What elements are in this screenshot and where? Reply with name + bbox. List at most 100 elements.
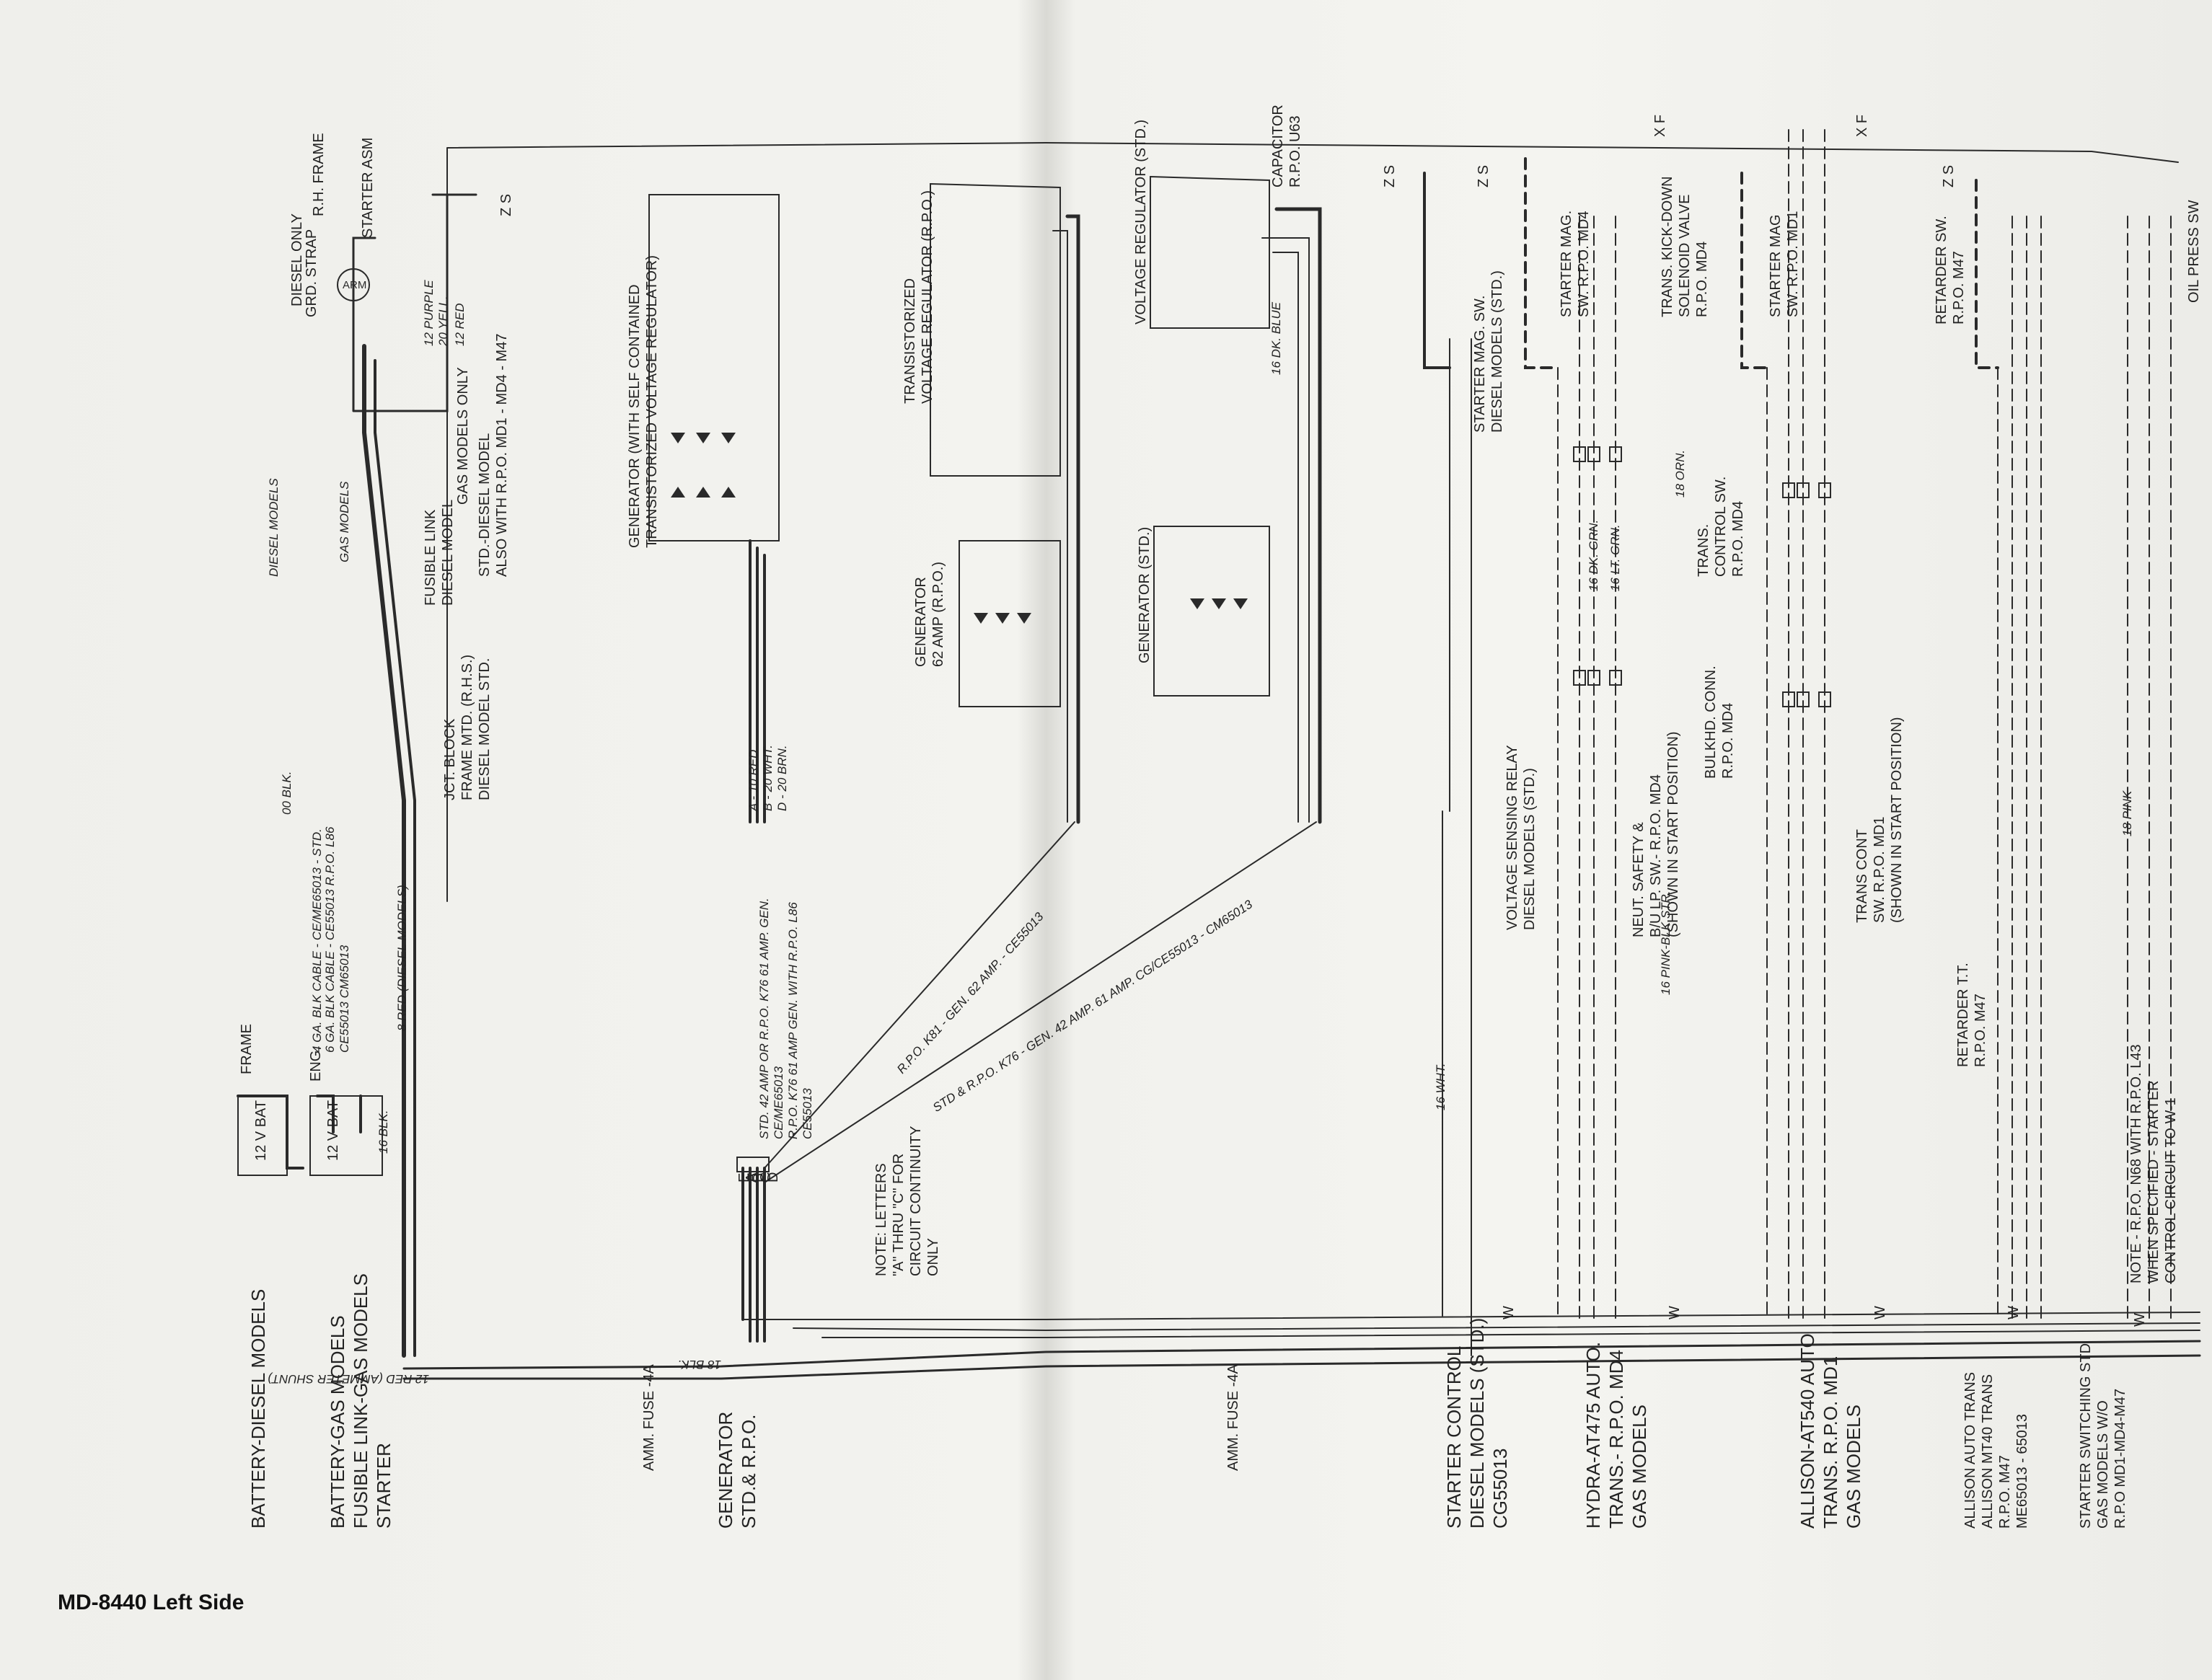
battery-gas-label: 12 V BAT	[325, 1100, 341, 1161]
generator-feed	[749, 539, 766, 823]
generator-self-contained-label: GENERATOR (WITH SELF CONTAINED TRANSISTO…	[627, 255, 660, 548]
capacitor-label: CAPACITOR R.P.O. U63	[1270, 105, 1303, 187]
frame-bus-2	[793, 1322, 2200, 1332]
end-mark-zs-1: Z S	[498, 193, 514, 216]
wire-8-red: 8 RED (DIESEL MODELS)	[395, 885, 409, 1031]
wire-4ga-blk-cable: 4 GA. BLK CABLE - CE/ME65013 - STD.	[310, 828, 324, 1053]
wire-16-lt-grn: 16 LT. GRN.	[1608, 524, 1622, 591]
regulator-heavy-wire	[1065, 207, 1322, 824]
gen-diagonal-k76	[764, 821, 1317, 1183]
wire-16-dk-blue: 16 DK. BLUE	[1269, 301, 1283, 375]
battery-diesel-ground	[237, 1095, 304, 1170]
gas-models-only-label: GAS MODELS ONLY	[455, 367, 471, 505]
end-mark-zs-4: Z S	[1941, 164, 1957, 187]
retarder-tt-label: RETARDER T.T. R.P.O. M47	[1955, 963, 1988, 1067]
wire-16-pink-blk: 16 PINK-BLK STR.	[1659, 890, 1673, 995]
trans-connectors	[1573, 446, 1831, 707]
bulkhead-conn-label: BULKHD. CONN. R.P.O. MD4	[1703, 666, 1736, 779]
transistorized-regulator-label: TRANSISTORIZED VOLTAGE REGULATOR (R.P.O.…	[902, 190, 935, 404]
ammeter-shunt-wire-2	[402, 1340, 2201, 1370]
battery-diesel-box	[237, 1095, 288, 1176]
generator-62a-box	[959, 540, 1061, 707]
wire-18-blk: 18 BLK.	[677, 1358, 722, 1371]
wire-16-dk-grn: 16 DK. GRN.	[1587, 519, 1600, 591]
wire-18-pink: 18 PINK	[2120, 790, 2134, 836]
generator-std-box	[1153, 526, 1270, 697]
wire-12-red: 12 RED	[453, 303, 467, 346]
retarder-sw-label: RETARDER SW. R.P.O. M47	[1934, 216, 1967, 324]
regulator-wire-2	[1052, 230, 1310, 823]
starter-switching-wires	[2127, 216, 2172, 1320]
wire-d-20-brn: D - 20 BRN.	[775, 745, 789, 811]
gen-diagonal-k81	[764, 821, 1075, 1169]
trans-control-sw-label: TRANS. CONTROL SW. R.P.O. MD4	[1696, 476, 1746, 577]
generator-std-label: GENERATOR (STD.)	[1137, 526, 1153, 663]
continuity-note: NOTE: LETTERS "A" THRU "C" FOR CIRCUIT C…	[873, 1126, 941, 1276]
hydra-wires	[1557, 216, 1616, 1320]
starter-control-wire	[1442, 338, 1472, 1356]
grd-strap-label: GRD. STRAP	[304, 229, 320, 317]
end-mark-xf-1: X F	[1652, 114, 1668, 137]
end-mark-zs-2: Z S	[1382, 164, 1398, 187]
starter-wires	[352, 193, 477, 412]
section-hydra-trans: HYDRA-AT475 AUTO. TRANS.- R.P.O. MD4 GAS…	[1582, 1341, 1650, 1529]
wire-16-blk: 16 BLK.	[376, 1110, 390, 1154]
generator-diodes	[671, 433, 1248, 624]
end-mark-w-3: W	[1872, 1306, 1888, 1319]
document-title: MD-8440 Left Side	[58, 1591, 244, 1614]
section-generator: GENERATOR STD.& R.P.O.	[715, 1411, 759, 1529]
end-mark-zs-3: Z S	[1476, 164, 1491, 187]
allison-wires	[1766, 129, 1825, 1320]
wire-std-42amp: STD. 42 AMP OR R.P.O. K76 61 AMP. GEN. C…	[757, 898, 814, 1139]
voltage-regulator-box	[1150, 175, 1270, 329]
starter-armature-icon	[337, 268, 370, 301]
transistor-regulator-box	[930, 182, 1061, 477]
voltage-regulator-std-label: VOLTAGE REGULATOR (STD.)	[1133, 119, 1149, 324]
generator-connector-box	[736, 1157, 770, 1172]
section-starter-switching: STARTER SWITCHING STD GAS MODELS W/O R.P…	[2078, 1343, 2128, 1529]
voltage-sensing-relay-label: VOLTAGE SENSING RELAY DIESEL MODELS (STD…	[1504, 745, 1538, 930]
section-allison-mt40: ALLISON AUTO TRANS ALLISON MT40 TRANS R.…	[1962, 1371, 2030, 1529]
wire-16-wht: 16 WHT.	[1434, 1063, 1448, 1110]
wire-12-red-ammeter: 12 RED (AMMETER SHUNT)	[268, 1372, 429, 1386]
frame-bus-1	[742, 1312, 2200, 1320]
wire-00-blk: 00 BLK.	[280, 771, 294, 815]
main-bus-wire	[362, 344, 406, 1358]
end-mark-w-4: W	[2006, 1306, 2022, 1319]
starter-mag-sw-md4-label: STARTER MAG. SW. R.P.O. MD4	[1559, 210, 1592, 317]
wire-a-10-red: A - 10 RED	[746, 749, 760, 811]
top-frame-wire	[446, 141, 2179, 902]
connector-letter-d: D	[765, 1172, 781, 1182]
allison-mt40-wires	[1997, 216, 2042, 1320]
section-allison-at540: ALLISON-AT540 AUTO TRANS. R.P.O. MD1 GAS…	[1797, 1333, 1864, 1529]
wire-b-20-wht: B - 20 WHT.	[761, 745, 775, 811]
oil-press-sw-label: OIL PRESS SW	[2186, 200, 2202, 303]
generator-box-outline	[648, 194, 780, 541]
frame-ground-label: FRAME	[239, 1024, 255, 1074]
end-mark-w-1: W	[1501, 1306, 1517, 1319]
rh-frame-label: R.H. FRAME	[311, 133, 327, 216]
starter-mag-sw-diesel-label: STARTER MAG. SW. DIESEL MODELS (STD.)	[1472, 270, 1505, 433]
generator-62amp-label: GENERATOR 62 AMP (R.P.O.)	[913, 562, 946, 667]
starter-mag-sw-md1-label: STARTER MAG SW. R.P.O. MD1	[1768, 211, 1801, 317]
starter-asm-label: STARTER ASM	[360, 137, 376, 238]
section-battery-gas: BATTERY-GAS MODELS FUSIBLE LINK-GAS MODE…	[327, 1273, 395, 1529]
jct-block-label: JCT. BLOCK FRAME MTD. (R.H.S.) DIESEL MO…	[442, 654, 493, 800]
main-bus-wire-2	[374, 359, 416, 1357]
end-mark-w-5: W	[2132, 1313, 2148, 1327]
battery-gas-box	[309, 1095, 383, 1176]
starter-arm-text: ARM	[343, 279, 366, 291]
trans-cont-sw-md1-label: TRANS CONT SW. R.P.O. MD1 (SHOWN IN STAR…	[1854, 717, 1905, 923]
std-diesel-model-label: STD.-DIESEL MODEL ALSO WITH R.P.O. MD1 -…	[477, 333, 510, 577]
neut-safety-sw-label: NEUT. SAFETY & B/U LP. SW.- R.P.O. MD4 (…	[1631, 731, 1681, 937]
end-mark-xf-2: X F	[1854, 114, 1870, 137]
section-starter-control: STARTER CONTROL DIESEL MODELS (STD.) CG5…	[1443, 1317, 1511, 1529]
dashed-purple-1	[1524, 157, 1559, 369]
amm-fuse-label-1: AMM. FUSE -4A	[641, 1364, 657, 1471]
section-battery-diesel: BATTERY-DIESEL MODELS	[247, 1288, 269, 1529]
generator-connector-wires	[741, 1167, 766, 1343]
wire-diesel-models: DIESEL MODELS	[267, 478, 281, 577]
wire-gas-models: GAS MODELS	[338, 481, 351, 562]
amm-fuse-label-2: AMM. FUSE -4A	[1225, 1364, 1241, 1471]
